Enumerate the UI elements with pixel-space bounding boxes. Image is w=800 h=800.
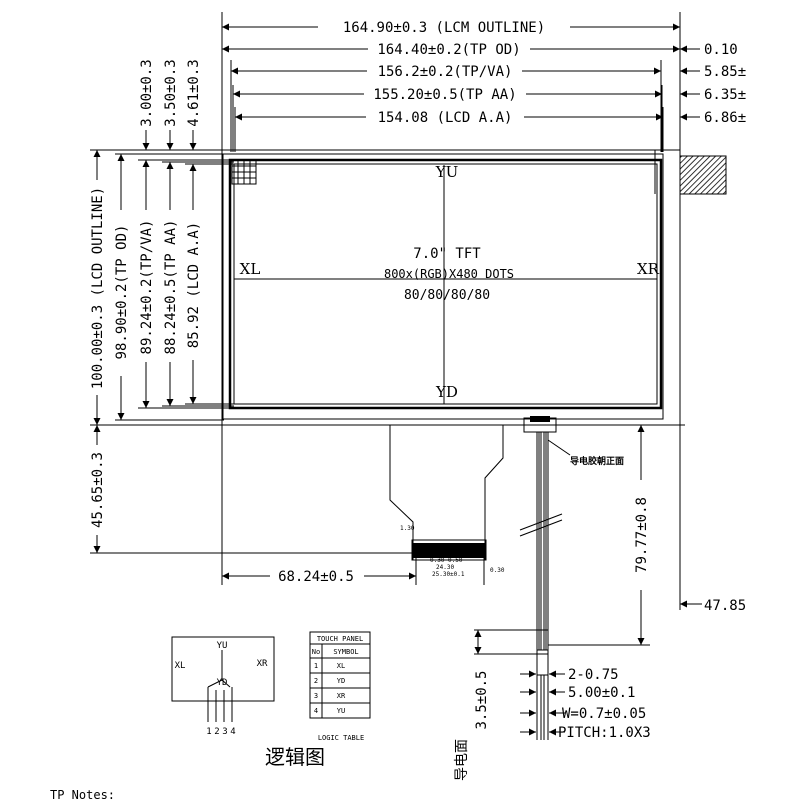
inner-area xyxy=(233,163,658,405)
offset-635: 6.35± xyxy=(704,87,746,103)
table-row-4-no: 4 xyxy=(314,707,318,715)
logic-xr: XR xyxy=(257,659,268,669)
touch-panel-table xyxy=(309,631,371,719)
table-title: TOUCH PANEL xyxy=(317,635,363,643)
dim-4565: 45.65±0.3 xyxy=(90,425,106,553)
logic-caption: 逻辑图 xyxy=(265,745,325,769)
dim-4785-label: 47.85 xyxy=(704,598,746,614)
dim-tp-aa-v-label: 88.24±0.5(TP AA) xyxy=(163,220,179,355)
svg-text:0.30 0.50: 0.30 0.50 xyxy=(430,557,463,564)
hatched-tab xyxy=(679,155,727,195)
svg-text:25.30±0.1: 25.30±0.1 xyxy=(432,571,465,578)
dim-7977-label: 79.77±0.8 xyxy=(634,497,650,573)
logic-pin-3: 3 xyxy=(222,727,227,737)
fpc-contact-area xyxy=(411,539,487,561)
lcd-panel xyxy=(221,149,681,426)
panel-viewing-angle: 80/80/80/80 xyxy=(404,288,490,303)
dim-4565-label: 45.65±0.3 xyxy=(90,452,106,528)
dim-lcd-aa: 154.08 (LCD A.A) xyxy=(235,110,663,126)
panel-resolution: 800x(RGB)X480 DOTS xyxy=(384,267,514,281)
svg-text:24.30: 24.30 xyxy=(436,564,454,571)
dim-tp-va-label: 156.2±0.2(TP/VA) xyxy=(378,64,513,80)
dim-tp-va-v-label: 89.24±0.2(TP/VA) xyxy=(139,220,155,355)
panel-size: 7.0" TFT xyxy=(413,246,481,262)
dim-tp-va-v: 89.24±0.2(TP/VA) xyxy=(139,160,155,408)
table-header-no: No xyxy=(312,648,320,656)
dim-tp-aa-v: 88.24±0.5(TP AA) xyxy=(163,162,179,406)
table-row-2-symbol: YD xyxy=(337,677,345,685)
table-caption: LOGIC TABLE xyxy=(318,734,364,742)
right-offsets: 0.10 5.85± 6.35± 6.86± xyxy=(680,42,746,126)
offset-010: 0.10 xyxy=(704,42,738,58)
label-yu: YU xyxy=(435,163,459,181)
label-xl: XL xyxy=(240,260,261,278)
logic-yu: YU xyxy=(217,641,228,651)
dim-6824: 68.24±0.5 xyxy=(222,569,416,585)
dim-tp-aa-label: 155.20±0.5(TP AA) xyxy=(373,87,516,103)
dim-lcd-aa-label: 154.08 (LCD A.A) xyxy=(378,110,513,126)
table-row-3-no: 3 xyxy=(314,692,318,700)
table-row-1-no: 1 xyxy=(314,662,318,670)
dim-lcd-outline-v: 100.00±0.3 (LCD OUTLINE) xyxy=(90,150,106,425)
conductive-side-label: 导电面 xyxy=(454,739,470,781)
corner-pixel-detail xyxy=(231,159,257,185)
dim-tp-aa: 155.20±0.5(TP AA) xyxy=(233,87,662,103)
logic-pin-1: 1 xyxy=(206,727,211,737)
offset-461: 4.61±0.3 xyxy=(186,59,202,126)
dim-7977: 79.77±0.8 xyxy=(634,425,650,645)
dim-35-label: 3.5±0.5 xyxy=(474,670,490,729)
dim-6824-label: 68.24±0.5 xyxy=(278,569,354,585)
table-row-3-symbol: XR xyxy=(337,692,346,700)
offset-300: 3.00±0.3 xyxy=(139,59,155,126)
conductive-note: 导电胶朝正面 xyxy=(570,455,624,467)
logic-xl: XL xyxy=(175,661,186,671)
pin-dim-2: 5.00±0.1 xyxy=(568,685,635,701)
top-offsets: 3.00±0.3 3.50±0.3 4.61±0.3 xyxy=(139,59,202,150)
logic-yd: YD xyxy=(217,678,228,688)
dim-tp-od-v: 98.90±0.2(TP OD) xyxy=(114,154,130,420)
active-area xyxy=(228,158,663,410)
dim-tp-od: 164.40±0.2(TP OD) xyxy=(222,42,680,58)
table-row-1-symbol: XL xyxy=(337,662,345,670)
table-row-2-no: 2 xyxy=(314,677,318,685)
dim-lcd-outline-v-label: 100.00±0.3 (LCD OUTLINE) xyxy=(90,187,106,389)
tp-outline xyxy=(222,153,664,420)
pin-dim-3: W=0.7±0.05 xyxy=(562,706,646,722)
notes-heading: TP Notes: xyxy=(50,788,115,800)
logic-diagram xyxy=(171,636,275,722)
label-xr: XR xyxy=(637,260,660,278)
svg-text:0.30: 0.30 xyxy=(490,567,505,574)
logic-pin-2: 2 xyxy=(214,727,219,737)
offset-350: 3.50±0.3 xyxy=(163,59,179,126)
fpc-cable xyxy=(380,424,522,561)
dim-tp-od-label: 164.40±0.2(TP OD) xyxy=(377,42,520,58)
touch-tail xyxy=(519,417,563,650)
logic-pin-4: 4 xyxy=(230,727,235,737)
table-row-4-symbol: YU xyxy=(337,707,345,715)
svg-text:1.30: 1.30 xyxy=(400,525,415,532)
dim-lcm-outline-label: 164.90±0.3 (LCM OUTLINE) xyxy=(343,20,545,36)
dim-lcm-outline: 164.90±0.3 (LCM OUTLINE) xyxy=(222,20,680,36)
dim-lcd-aa-v: 85.92 (LCD A.A) xyxy=(186,164,202,404)
dim-tp-va: 156.2±0.2(TP/VA) xyxy=(231,64,661,80)
dim-tp-od-v-label: 98.90±0.2(TP OD) xyxy=(114,225,130,360)
pin-dim-1: 2-0.75 xyxy=(568,667,619,683)
offset-585: 5.85± xyxy=(704,64,746,80)
dim-lcd-aa-v-label: 85.92 (LCD A.A) xyxy=(186,222,202,348)
pin-dimensions xyxy=(474,629,565,740)
label-yd: YD xyxy=(435,383,458,401)
pin-dim-4: PITCH:1.0X3 xyxy=(558,725,651,741)
offset-686: 6.86± xyxy=(704,110,746,126)
dim-4785: 47.85 xyxy=(680,598,746,614)
table-header-symbol: SYMBOL xyxy=(333,648,358,656)
